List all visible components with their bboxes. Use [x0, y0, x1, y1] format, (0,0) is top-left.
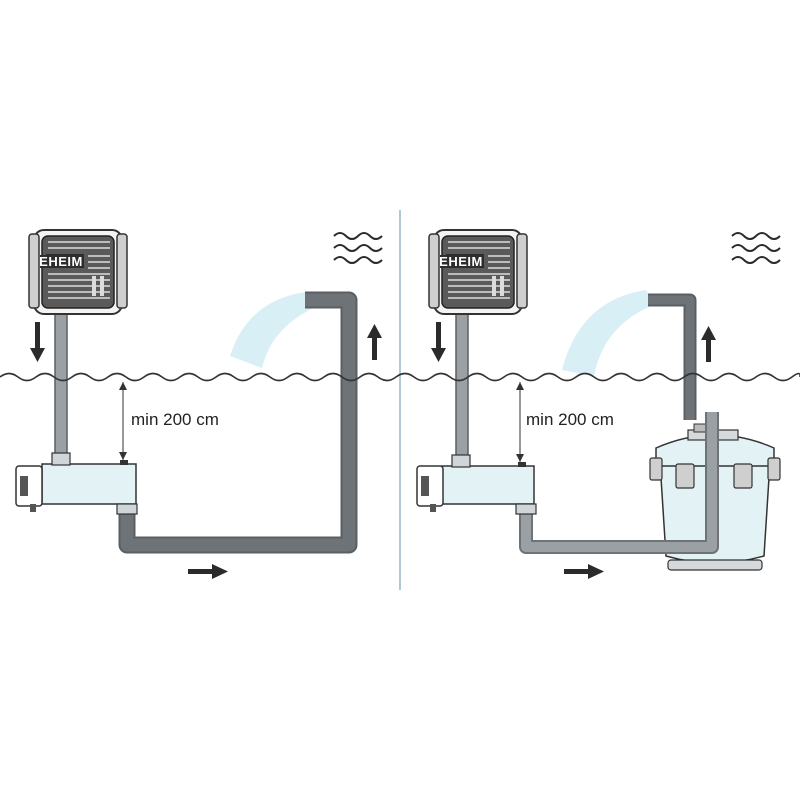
right-controller-cable [455, 313, 469, 458]
right-panel: EHEIM min 200 cm [416, 229, 781, 579]
right-height-dimension [516, 382, 524, 462]
left-water-stream [230, 292, 318, 368]
right-down-arrow-icon [431, 322, 446, 362]
right-inline-heater-icon [416, 454, 537, 515]
water-surface-line [0, 372, 800, 382]
right-up-arrow-icon [701, 326, 716, 362]
right-intake-pipe [648, 293, 697, 420]
left-flow-right-arrow-icon [188, 564, 228, 579]
left-min-height-label: min 200 cm [131, 410, 219, 429]
right-wave-icon [731, 232, 781, 264]
right-min-height-label: min 200 cm [526, 410, 614, 429]
left-panel: EHEIM min 200 cm [15, 229, 383, 579]
right-water-stream [562, 290, 656, 376]
left-controller-cable [54, 313, 68, 458]
left-up-arrow-icon [367, 324, 382, 360]
right-flow-right-arrow-icon [564, 564, 604, 579]
left-controller-unit-icon [28, 229, 128, 315]
left-inline-heater-icon [15, 452, 138, 515]
left-down-arrow-icon [30, 322, 45, 362]
left-wave-icon [333, 232, 383, 264]
left-height-dimension [119, 382, 127, 460]
right-controller-unit-icon [428, 229, 528, 315]
right-brand-label: EHEIM [439, 254, 483, 269]
left-brand-label: EHEIM [39, 254, 83, 269]
